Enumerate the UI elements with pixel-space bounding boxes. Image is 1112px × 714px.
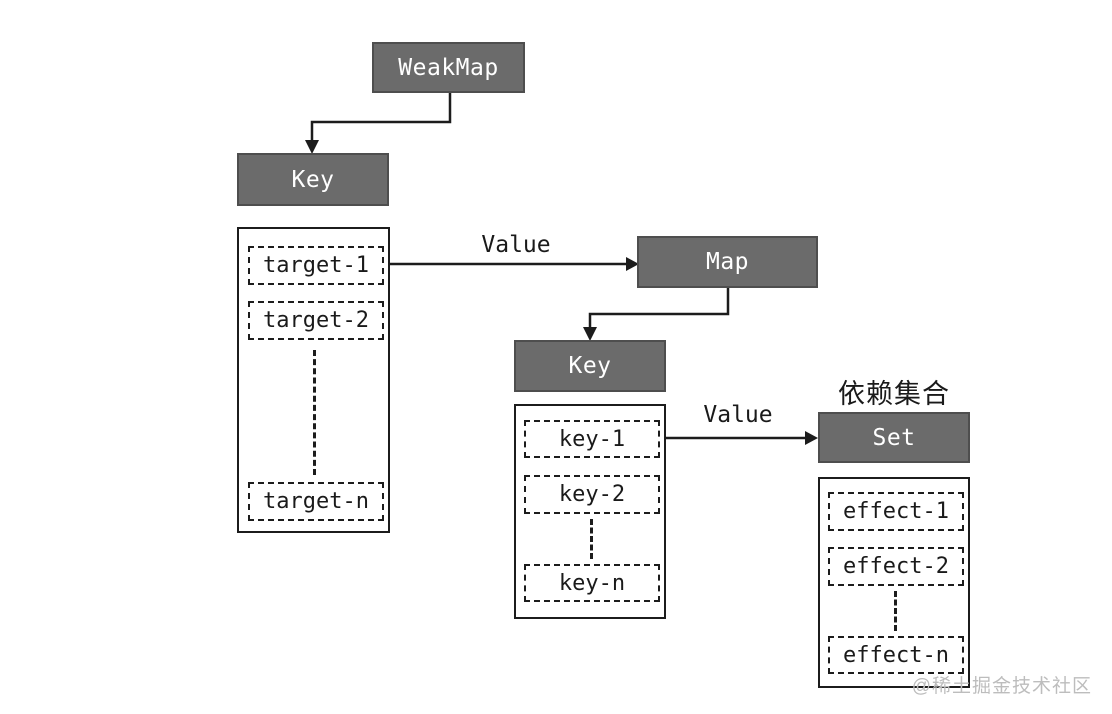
watermark: @稀土掘金技术社区 bbox=[911, 676, 1092, 697]
target-ellipsis-line bbox=[313, 350, 316, 475]
effect-item: effect-1 bbox=[828, 492, 964, 531]
effect-item-label: effect-1 bbox=[843, 499, 949, 524]
target-item: target-1 bbox=[248, 246, 384, 285]
effect-item: effect-n bbox=[828, 636, 964, 674]
set-label: Set bbox=[872, 424, 916, 451]
key-item-label: key-2 bbox=[558, 482, 626, 507]
value-edge-label-inner: Value bbox=[703, 402, 773, 428]
target-item-label: target-n bbox=[263, 489, 369, 514]
key-item: key-1 bbox=[524, 420, 660, 458]
key-item: key-n bbox=[524, 564, 660, 602]
set-node: Set bbox=[818, 412, 970, 463]
arrow-map-to-key bbox=[583, 288, 730, 341]
map-label: Map bbox=[705, 249, 750, 275]
outer-key-label: Key bbox=[291, 166, 335, 193]
key-item: key-2 bbox=[524, 475, 660, 514]
key-list-container: key-1 key-2 key-n bbox=[514, 404, 666, 619]
weakmap-label: WeakMap bbox=[398, 54, 499, 81]
inner-key-label: Key bbox=[568, 353, 612, 379]
arrow-key1-to-set bbox=[660, 431, 818, 445]
key-item-label: key-1 bbox=[558, 426, 626, 452]
dependency-set-caption: 依赖集合 bbox=[838, 379, 950, 409]
arrow-target1-to-map bbox=[383, 257, 639, 271]
weakmap-node: WeakMap bbox=[372, 42, 525, 93]
target-item: target-2 bbox=[248, 301, 384, 340]
outer-key-node: Key bbox=[237, 153, 389, 206]
key-ellipsis-line bbox=[590, 519, 593, 559]
effect-item-label: effect-n bbox=[843, 642, 949, 668]
effect-list-container: effect-1 effect-2 effect-n bbox=[818, 477, 970, 688]
effect-item: effect-2 bbox=[828, 547, 964, 586]
map-node: Map bbox=[637, 236, 818, 288]
target-list-container: target-1 target-2 target-n bbox=[237, 227, 390, 533]
inner-key-node: Key bbox=[514, 340, 666, 392]
effect-item-label: effect-2 bbox=[843, 554, 949, 579]
target-item-label: target-2 bbox=[263, 308, 369, 333]
effect-ellipsis-line bbox=[894, 591, 897, 631]
target-item: target-n bbox=[248, 482, 384, 521]
arrow-weakmap-to-key bbox=[305, 93, 452, 154]
target-item-label: target-1 bbox=[263, 253, 369, 278]
value-edge-label-outer: Value bbox=[481, 232, 551, 258]
key-item-label: key-n bbox=[558, 570, 626, 596]
